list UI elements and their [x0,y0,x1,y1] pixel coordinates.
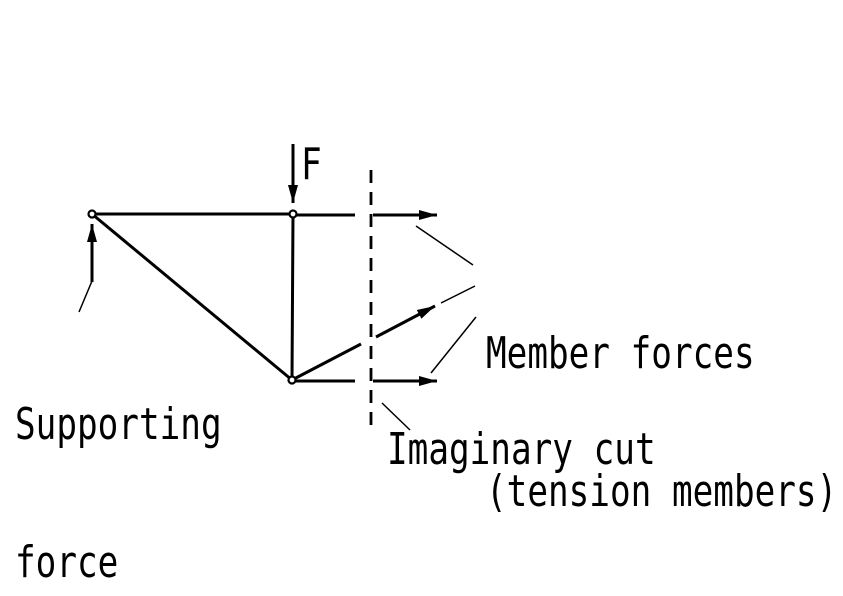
member-forces-label-line2: (tension members) [486,466,838,517]
top-node-icon [288,209,298,219]
vertical-member [290,213,295,381]
diagonal-member [91,212,293,382]
supporting-force-label: Supporting force [15,310,222,596]
imaginary-cut-leader-line [381,402,411,431]
supporting-force-leader-line [78,280,93,313]
member-forces-label-line1: Member forces [486,328,755,379]
diagonal-member-force-arrow-icon [375,304,436,339]
member-forces-leader-line-top [415,225,474,266]
imaginary-cut-label: Imaginary cut [387,424,656,475]
bottom-node-icon [287,375,297,385]
supporting-force-label-line2: force [15,537,119,588]
member-forces-label: Member forces (tension members) [486,239,837,596]
supporting-force-label-line1: Supporting [15,399,222,450]
diagonal-member-force-arrow-tail [291,342,362,382]
member-forces-leader-line-middle [440,285,476,304]
member-forces-leader-line-bottom [430,316,477,374]
applied-force-label: F [301,139,322,190]
left-node-icon [87,209,97,219]
